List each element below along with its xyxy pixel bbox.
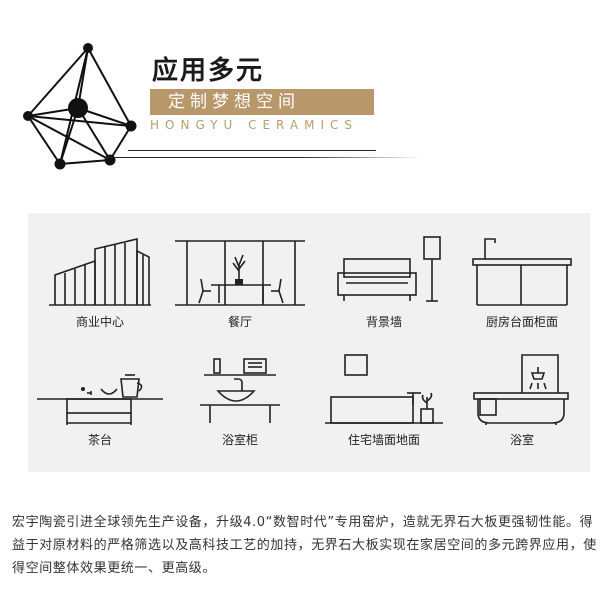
residential-wall-floor-icon (325, 354, 443, 424)
brand-subtitle: HONGYU CERAMICS (150, 118, 358, 132)
category-label: 浴室 (509, 433, 534, 447)
banner-slogan: 定制梦想空间 (150, 89, 374, 115)
category-label: 住宅墙面地面 (347, 433, 420, 447)
description-text: 宏宇陶瓷引进全球领先生产设备，升级4.0“数智时代”专用窑炉，造就无界石大板更强… (12, 515, 597, 576)
kitchen-counter-icon (472, 238, 572, 306)
geometric-network-logo-icon (23, 43, 137, 170)
page-title: 应用多元 (152, 56, 265, 86)
divider-line-fade (106, 157, 422, 158)
category-kitchen: 厨房台面柜面 (452, 235, 592, 330)
category-label: 茶台 (87, 433, 112, 447)
category-label: 厨房台面柜面 (485, 315, 558, 329)
header: 应用多元 定制梦想空间 HONGYU CERAMICS (0, 0, 615, 190)
category-bathroom: 浴室 (452, 353, 592, 448)
category-label: 商业中心 (75, 315, 124, 329)
category-residential: 住宅墙面地面 (314, 353, 454, 448)
bathroom-cabinet-icon (200, 358, 280, 423)
category-label: 餐厅 (227, 315, 252, 329)
category-commercial: 商业中心 (30, 235, 170, 330)
category-restaurant: 餐厅 (170, 235, 310, 330)
tea-table-icon (37, 374, 163, 425)
category-label: 浴室柜 (221, 433, 258, 447)
sofa-wall-icon (337, 236, 441, 302)
divider-line (128, 150, 376, 151)
category-bathroom-cabinet: 浴室柜 (170, 353, 310, 448)
category-label: 背景墙 (365, 315, 402, 329)
restaurant-icon (175, 240, 305, 306)
category-tea-table: 茶台 (30, 365, 170, 448)
application-grid: 商业中心 餐厅 (28, 213, 590, 472)
bathtub-icon (473, 354, 569, 425)
category-background-wall: 背景墙 (314, 235, 454, 330)
commercial-building-icon (49, 237, 151, 306)
